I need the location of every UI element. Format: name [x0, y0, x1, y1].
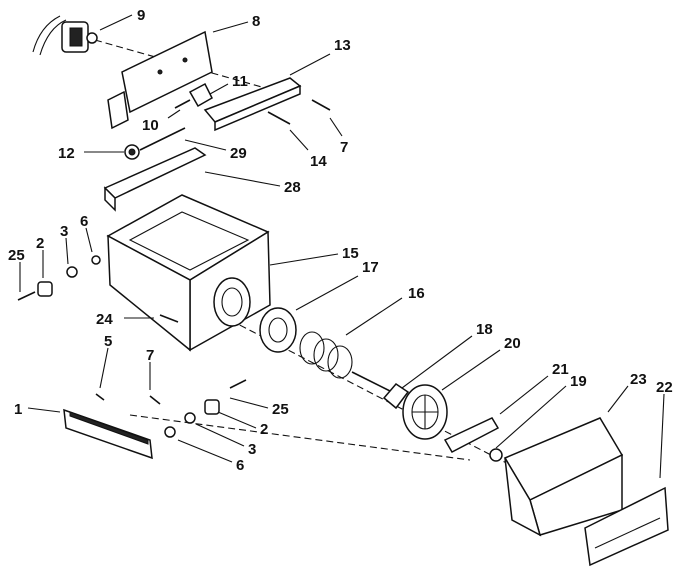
callout-13: 13 — [334, 37, 351, 54]
coupling-part-12 — [124, 144, 140, 160]
screw-part-10 — [174, 99, 191, 109]
callout-8: 8 — [252, 13, 260, 30]
callout-1: 1 — [14, 401, 22, 418]
callout-25-left: 25 — [8, 247, 25, 264]
nut-part-19 — [489, 448, 503, 462]
motor-part-9 — [32, 15, 98, 56]
bracket-plate-part-8 — [107, 30, 213, 130]
callout-17: 17 — [362, 259, 379, 276]
cover-bracket-part-13 — [203, 77, 302, 132]
callout-18: 18 — [476, 321, 493, 338]
callout-24: 24 — [96, 311, 113, 328]
screws-part-14-7 — [267, 99, 331, 125]
housing-part-15 — [106, 194, 271, 352]
callout-6-bottom: 6 — [236, 457, 244, 474]
callout-21: 21 — [552, 361, 569, 378]
fastener-stack-left — [17, 255, 101, 301]
callout-29: 29 — [230, 145, 247, 162]
callout-6-left: 6 — [80, 213, 88, 230]
spring-part-16 — [299, 331, 393, 393]
bracket-part-21 — [443, 417, 500, 453]
callout-7-top: 7 — [340, 139, 348, 156]
chute-cover-part-23 — [503, 417, 624, 537]
callout-9: 9 — [137, 7, 145, 24]
screws-part-5-7 — [95, 393, 161, 405]
callout-5: 5 — [104, 333, 112, 350]
callout-11: 11 — [232, 73, 248, 90]
front-plate-part-22 — [584, 486, 669, 567]
callout-2-bottom: 2 — [260, 421, 268, 438]
callout-22: 22 — [656, 379, 673, 396]
channel-part-28 — [103, 147, 207, 212]
callout-3-left: 3 — [60, 223, 68, 240]
callout-15: 15 — [342, 245, 359, 262]
clip-part-11 — [188, 82, 213, 108]
fastener-stack-lower — [164, 379, 247, 438]
ring-part-17 — [259, 307, 297, 353]
callout-12: 12 — [58, 145, 75, 162]
callout-10: 10 — [142, 117, 159, 134]
callout-14: 14 — [310, 153, 327, 170]
rail-part-1 — [63, 408, 153, 460]
callout-16: 16 — [408, 285, 425, 302]
callout-2-left: 2 — [36, 235, 44, 252]
callout-labels: 9 8 13 11 10 12 29 28 14 7 15 17 16 18 2… — [8, 7, 673, 474]
callout-23: 23 — [630, 371, 647, 388]
leader-lines — [19, 14, 665, 479]
callout-25-bottom: 25 — [272, 401, 289, 418]
cutter-part-18 — [382, 383, 410, 410]
wheel-part-20 — [402, 384, 448, 440]
callout-3-bottom: 3 — [248, 441, 256, 458]
callout-28: 28 — [284, 179, 301, 196]
callout-19: 19 — [570, 373, 587, 390]
callout-20: 20 — [504, 335, 521, 352]
shaft-part-29 — [139, 127, 186, 151]
screw-part-24 — [159, 314, 179, 323]
callout-7-bottom: 7 — [146, 347, 154, 364]
